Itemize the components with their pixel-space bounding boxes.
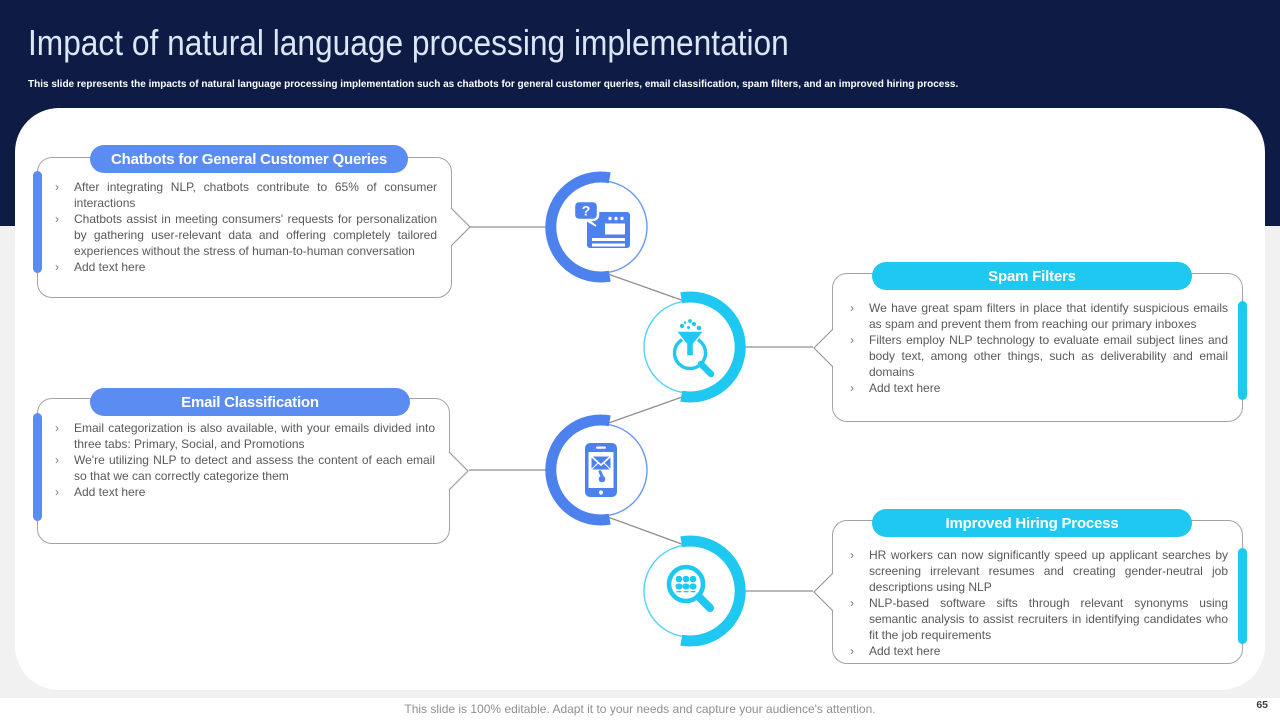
footer-note: This slide is 100% editable. Adapt it to… [404,702,876,716]
email-classification-card-title: Email Classification [90,388,410,416]
improved-hiring-card-title-label: Improved Hiring Process [945,514,1119,532]
bullet-marker: › [55,180,59,194]
bullet-text: Chatbots assist in meeting consumers' re… [74,212,437,258]
bullet-text: Filters employ NLP technology to evaluat… [869,333,1228,379]
pointer-chevron-right [450,207,471,247]
email-classification-bullet-list: › Email categorization is also available,… [38,399,449,506]
chatbots-accent-bar [33,171,42,273]
bullet-item: › Add text here [843,380,1228,396]
bullet-marker: › [850,333,854,347]
bullet-text-placeholder: Add text here [869,381,941,395]
bullet-marker: › [55,485,59,499]
bullet-text: We're utilizing NLP to detect and assess… [74,453,435,483]
bullet-item: › Add text here [48,259,437,275]
bullet-item: › Email categorization is also available,… [48,420,435,452]
bullet-text: We have great spam filters in place that… [869,301,1228,331]
bullet-text-placeholder: Add text here [74,485,146,499]
pointer-chevron-left [813,328,834,368]
bullet-item: › HR workers can now significantly speed … [843,547,1228,595]
spam-filters-card-title: Spam Filters [872,262,1192,290]
improved-hiring-bullet-list: › HR workers can now significantly speed … [833,521,1242,665]
bullet-marker: › [850,381,854,395]
email-classification-card: Email Classification › Email categorizati… [33,388,469,544]
improved-hiring-card: Improved Hiring Process › HR workers can … [813,509,1247,665]
bullet-text-placeholder: Add text here [869,644,941,658]
bullet-text: After integrating NLP, chatbots contribu… [74,180,437,210]
page-title: Impact of natural language processing im… [28,22,789,63]
spam-filters-card: Spam Filters › We have great spam filters… [813,262,1247,422]
pointer-chevron-left [813,572,834,612]
bullet-marker: › [850,301,854,315]
chatbots-card-title-label: Chatbots for General Customer Queries [111,150,387,168]
footer-band [0,698,1280,720]
bullet-marker: › [55,212,59,226]
bullet-marker: › [850,548,854,562]
bullet-marker: › [850,644,854,658]
bullet-item: › Add text here [48,484,435,500]
spam-filters-accent-bar [1238,301,1247,400]
chatbots-bullet-list: › After integrating NLP, chatbots contrib… [38,158,451,281]
bullet-item: › NLP-based software sifts through releva… [843,595,1228,643]
page-number: 65 [1256,699,1268,711]
improved-hiring-card-title: Improved Hiring Process [872,509,1192,537]
bullet-item: › Filters employ NLP technology to evalua… [843,332,1228,380]
bullet-text: NLP-based software sifts through relevan… [869,596,1228,642]
spam-filters-card-title-label: Spam Filters [988,267,1076,285]
bullet-marker: › [55,260,59,274]
bullet-marker: › [55,453,59,467]
bullet-marker: › [850,596,854,610]
bullet-text: Email categorization is also available, … [74,421,435,451]
improved-hiring-accent-bar [1238,548,1247,644]
chatbots-card: Chatbots for General Customer Queries › A… [33,145,471,298]
bullet-item: › We have great spam filters in place tha… [843,300,1228,332]
page-subtitle: This slide represents the impacts of nat… [28,79,959,90]
chatbots-card-title: Chatbots for General Customer Queries [90,145,408,173]
email-classification-accent-bar [33,413,42,521]
email-classification-card-title-label: Email Classification [181,393,319,411]
bullet-item: › Add text here [843,643,1228,659]
spam-filters-bullet-list: › We have great spam filters in place tha… [833,274,1242,402]
pointer-chevron-right [448,451,469,491]
bullet-text-placeholder: Add text here [74,260,146,274]
bullet-item: › Chatbots assist in meeting consumers' r… [48,211,437,259]
bullet-item: › We're utilizing NLP to detect and asses… [48,452,435,484]
bullet-text: HR workers can now significantly speed u… [869,548,1228,594]
bullet-marker: › [55,421,59,435]
bullet-item: › After integrating NLP, chatbots contrib… [48,179,437,211]
